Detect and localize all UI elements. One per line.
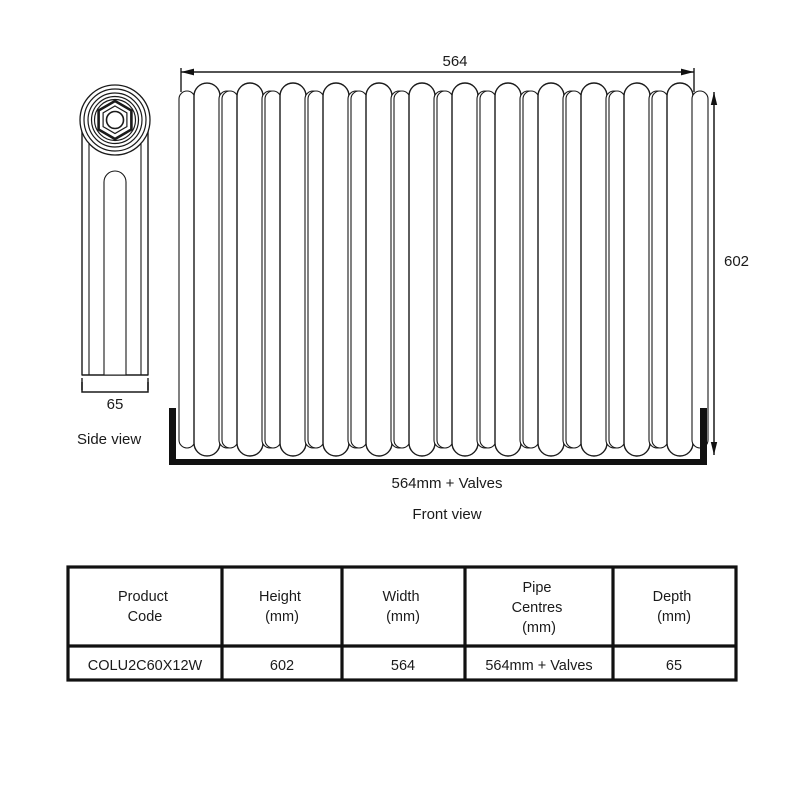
side-view-center-slot: [103, 170, 127, 376]
column-main: [322, 82, 350, 457]
spec-table: Product Code Height (mm) Width (mm) Pipe…: [66, 565, 738, 682]
table-header-product-code: Product Code: [118, 589, 172, 625]
table-row: COLU2C60X12W 602 564 564mm + Valves 65: [88, 658, 682, 674]
front-view-width-dim-label: 564: [442, 53, 467, 70]
column-tube: [178, 90, 196, 449]
column-tube: [565, 90, 583, 449]
pipe-centres-note-label: 564mm + Valves: [391, 475, 502, 492]
pipe-centre-bracket-left-vertical: [169, 408, 176, 465]
front-view-height-dim-label: 602: [724, 253, 749, 270]
column-tube: [307, 90, 325, 449]
front-view-columns: [178, 82, 709, 457]
column-tube: [522, 90, 540, 449]
front-view-height-arrow-bottom: [710, 442, 718, 455]
table-header-height: Height (mm): [259, 589, 305, 625]
column-tube: [651, 90, 669, 449]
column-main: [623, 82, 651, 457]
side-view-valve-ring-3: [87, 92, 143, 148]
front-view-height-arrow-top: [710, 92, 718, 105]
table-header-pipe-centres: Pipe Centres (mm): [512, 580, 567, 636]
table-cell-pipe-centres: 564mm + Valves: [485, 658, 592, 674]
front-view-width-arrow-right: [681, 68, 694, 76]
side-view-valve-ring-2: [90, 95, 140, 145]
table-cell-product-code: COLU2C60X12W: [88, 658, 203, 674]
table-header-row: Product Code Height (mm) Width (mm) Pipe…: [118, 580, 696, 636]
column-tube: [393, 90, 411, 449]
column-tube: [350, 90, 368, 449]
front-view-label: Front view: [412, 506, 481, 523]
side-view-depth-dim-label: 65: [107, 396, 124, 413]
side-view-hex-bore: [105, 110, 125, 130]
table-header-width: Width (mm): [382, 589, 423, 625]
column-main: [193, 82, 221, 457]
table-outer-border: [66, 565, 738, 682]
column-main: [365, 82, 393, 457]
column-main: [666, 82, 694, 457]
pipe-centre-bracket-right-vertical: [700, 408, 707, 465]
table-cell-height: 602: [270, 658, 294, 674]
table-cell-depth: 65: [666, 658, 682, 674]
column-tube: [221, 90, 239, 449]
pipe-centre-bracket-baseline: [169, 459, 707, 465]
column-tube: [264, 90, 282, 449]
table-cell-width: 564: [391, 658, 415, 674]
side-view-valve-ring-4: [83, 88, 147, 152]
column-main: [236, 82, 264, 457]
column-main: [537, 82, 565, 457]
column-main: [494, 82, 522, 457]
column-tube: [479, 90, 497, 449]
column-tube: [691, 90, 709, 449]
column-main: [408, 82, 436, 457]
side-view-group: 65 Side view: [77, 84, 151, 448]
side-view-depth-dim-bracket: [81, 382, 149, 393]
side-view-hex-nut-inner: [102, 105, 128, 135]
column-tube: [436, 90, 454, 449]
front-view-width-arrow-left: [181, 68, 194, 76]
column-tube: [608, 90, 626, 449]
column-main: [451, 82, 479, 457]
table-header-depth: Depth (mm): [653, 589, 696, 625]
column-main: [580, 82, 608, 457]
side-view-label: Side view: [77, 431, 141, 448]
front-view-group: 564: [169, 53, 749, 523]
column-main: [279, 82, 307, 457]
